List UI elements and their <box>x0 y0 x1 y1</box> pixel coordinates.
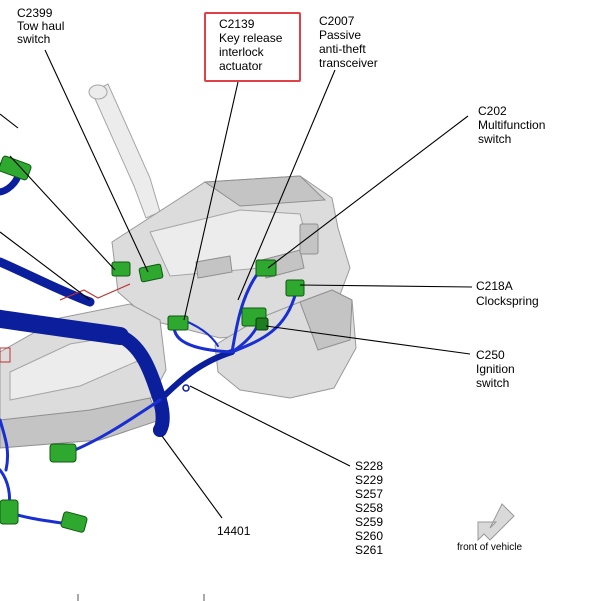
connector-lower-left <box>0 499 19 525</box>
label-c218a: C218A Clockspring <box>476 279 539 308</box>
accent-wires <box>0 283 131 363</box>
connector-c250 <box>241 307 269 331</box>
connector-c2139 <box>167 315 189 331</box>
splice-point <box>182 384 190 392</box>
connectors <box>0 155 305 533</box>
connector-lower-mid <box>49 443 77 463</box>
bottom-tick-marks <box>77 594 205 601</box>
label-splices: S228 S229 S257 S258 S259 S260 S261 <box>355 459 386 557</box>
label-c2139: C2139 Key release interlock actuator <box>219 17 286 73</box>
harness-end-cap <box>153 423 167 437</box>
steering-column-housing <box>0 83 357 449</box>
wire-harness <box>0 162 235 437</box>
leader-lines <box>0 49 473 519</box>
connector-left-upper <box>0 155 32 181</box>
label-c2007: C2007 Passive anti-theft transceiver <box>319 14 378 70</box>
label-c250: C250 Ignition switch <box>476 348 518 390</box>
label-harness-14401: 14401 <box>217 524 251 538</box>
label-c2399: C2399 Tow haul switch <box>17 6 68 46</box>
highlight-box-c2139 <box>204 12 301 82</box>
connector-c218a <box>285 279 305 297</box>
connector-c2007 <box>255 259 277 277</box>
label-c202: C202 Multifunction switch <box>478 104 549 146</box>
connector-lower-right <box>60 511 88 533</box>
front-of-vehicle-arrow-icon <box>477 503 515 542</box>
connector-c2399 <box>111 261 164 283</box>
label-front-of-vehicle: front of vehicle <box>457 542 522 553</box>
